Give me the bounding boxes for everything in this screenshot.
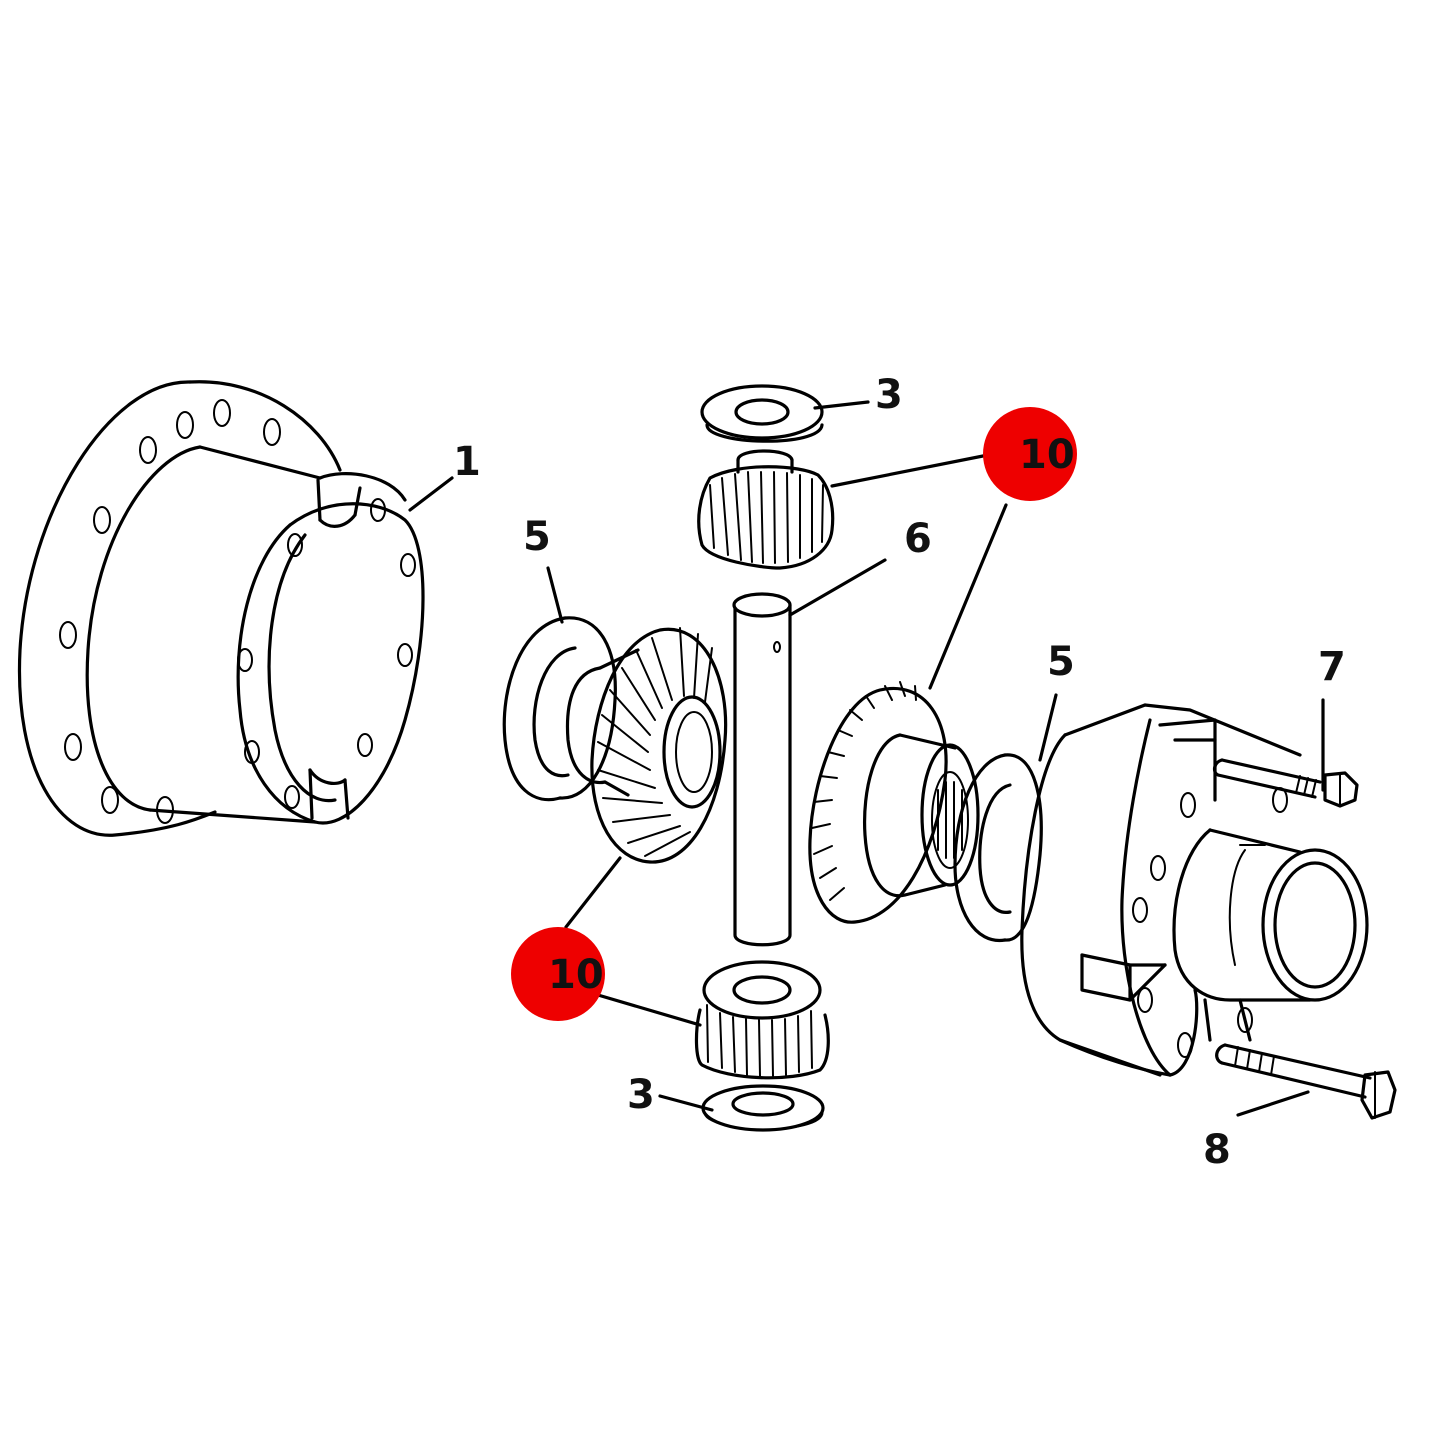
short-bolt — [1212, 758, 1359, 808]
label-cross-shaft: 6 — [904, 516, 932, 562]
label-side-washer-right: 5 — [1047, 639, 1075, 685]
long-bolt — [1215, 1043, 1397, 1120]
label-thrust-washer-bottom: 3 — [627, 1072, 655, 1118]
label-highlight-top: 10 — [1019, 432, 1075, 478]
thrust-washer-bottom — [701, 1084, 825, 1132]
label-thrust-washer-top: 3 — [875, 372, 903, 418]
side-gear-right — [808, 681, 980, 924]
right-housing-half — [1020, 703, 1369, 1077]
cross-shaft — [732, 592, 792, 947]
label-long-bolt: 8 — [1203, 1127, 1231, 1173]
highlight-marker-top — [983, 407, 1077, 501]
side-washer-left — [502, 616, 617, 802]
thrust-washer-top — [700, 384, 824, 443]
label-highlight-bottom: 10 — [548, 952, 604, 998]
pinion-gear-bottom — [694, 960, 830, 1080]
label-side-washer-left: 5 — [523, 514, 551, 560]
label-short-bolt: 7 — [1318, 644, 1346, 690]
highlight-marker-bottom — [511, 927, 605, 1021]
pinion-gear-top — [697, 449, 835, 570]
leader-lines — [408, 400, 1325, 1117]
housing-half-part — [17, 380, 425, 837]
side-gear-left — [565, 627, 728, 864]
bolt-holes — [59, 399, 416, 824]
label-housing-half: 1 — [453, 439, 481, 485]
